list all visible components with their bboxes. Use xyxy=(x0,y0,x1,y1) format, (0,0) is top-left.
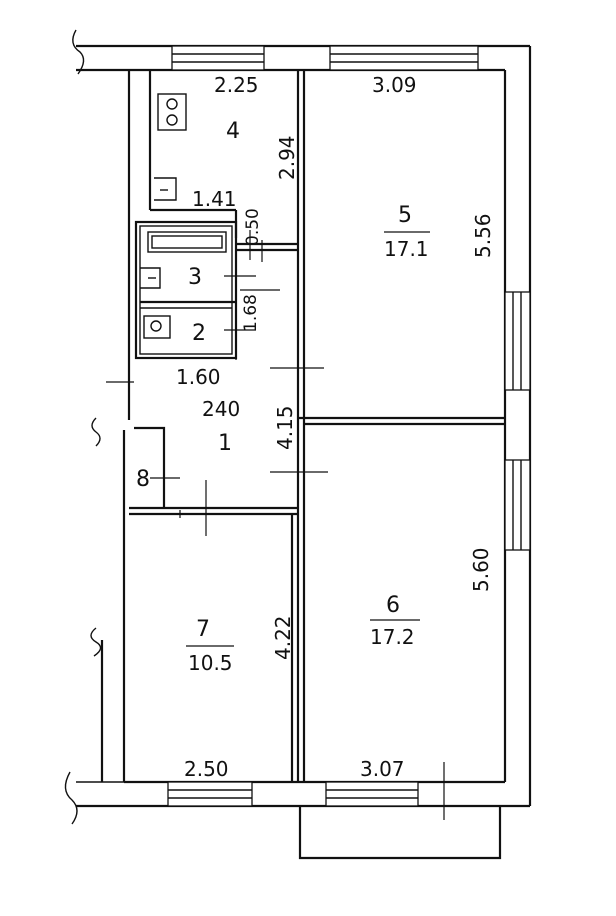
room-7-number: 7 xyxy=(196,617,210,642)
room-4-height: 2.94 xyxy=(275,135,299,180)
room-2-number: 2 xyxy=(192,321,206,346)
room-6-height: 5.60 xyxy=(469,547,493,592)
room-areas: 17.1 17.2 10.5 xyxy=(188,237,429,675)
windows xyxy=(167,45,531,807)
room-7-height: 4.22 xyxy=(271,615,295,660)
room-5-height: 5.56 xyxy=(471,213,495,258)
room-4-small-dim: 1.41 xyxy=(192,187,237,211)
dimension-ticks xyxy=(106,230,445,820)
break-marks xyxy=(64,29,102,825)
room-7-area: 10.5 xyxy=(188,651,233,675)
area-fraction-lines xyxy=(186,231,430,647)
washbasin-icon xyxy=(140,267,161,289)
interior-walls xyxy=(129,70,505,782)
room-6-area: 17.2 xyxy=(370,625,415,649)
fixtures xyxy=(140,93,227,339)
room-23-height: 1.68 xyxy=(241,294,261,332)
room-5-width: 3.09 xyxy=(372,73,417,97)
room-4-width: 2.25 xyxy=(214,73,259,97)
hall-height-dim: 4.15 xyxy=(273,405,297,450)
room-8-number: 8 xyxy=(136,467,150,492)
kitchen-sink-icon xyxy=(154,177,177,201)
room-5-number: 5 xyxy=(398,203,412,228)
balcony xyxy=(298,806,502,860)
toilet-icon xyxy=(143,315,171,339)
room-labels: 4 3 2 1 8 5 6 7 xyxy=(136,119,412,642)
hall-width-dim: 240 xyxy=(202,397,240,421)
dimension-labels: 2.25 3.09 1.41 1.60 240 2.50 3.07 2.94 0… xyxy=(176,73,495,781)
hall-top-dim: 1.60 xyxy=(176,365,221,389)
room-4-number: 4 xyxy=(226,119,240,144)
bathtub-icon xyxy=(147,231,227,253)
room-6-number: 6 xyxy=(386,593,400,618)
room-3-gap-dim: 0.50 xyxy=(243,208,263,246)
room-3-number: 3 xyxy=(188,265,202,290)
room-7-width: 2.50 xyxy=(184,757,229,781)
room-5-area: 17.1 xyxy=(384,237,429,261)
room-1-number: 1 xyxy=(218,431,232,456)
room-6-width: 3.07 xyxy=(360,757,405,781)
stove-icon xyxy=(157,93,187,131)
